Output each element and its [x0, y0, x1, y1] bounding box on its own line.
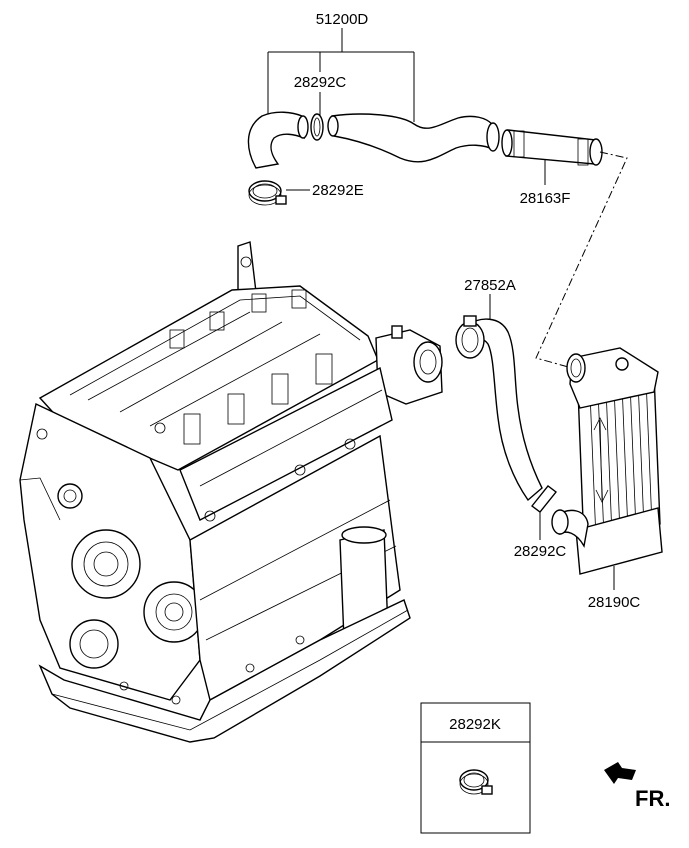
label-28292e: 28292E [312, 182, 364, 199]
front-label: FR. [635, 786, 670, 811]
inlet-hose-27852a [455, 294, 557, 540]
engine-assembly [19, 241, 443, 743]
label-28292c-upper: 28292C [294, 74, 347, 91]
label-28163f: 28163F [520, 190, 571, 207]
label-27852a: 27852A [464, 277, 516, 294]
label-28190c: 28190C [588, 594, 641, 611]
arrow-icon [604, 762, 636, 784]
label-51200d: 51200D [316, 11, 369, 28]
label-28292k: 28292K [449, 716, 501, 733]
intercooler-28190c [551, 347, 663, 590]
label-28292c-lower: 28292C [514, 543, 567, 560]
front-direction-indicator: FR. [604, 762, 670, 811]
hose-assembly-51200d [247, 28, 603, 206]
kit-box-28292k [420, 702, 531, 834]
connection-line [535, 151, 628, 369]
